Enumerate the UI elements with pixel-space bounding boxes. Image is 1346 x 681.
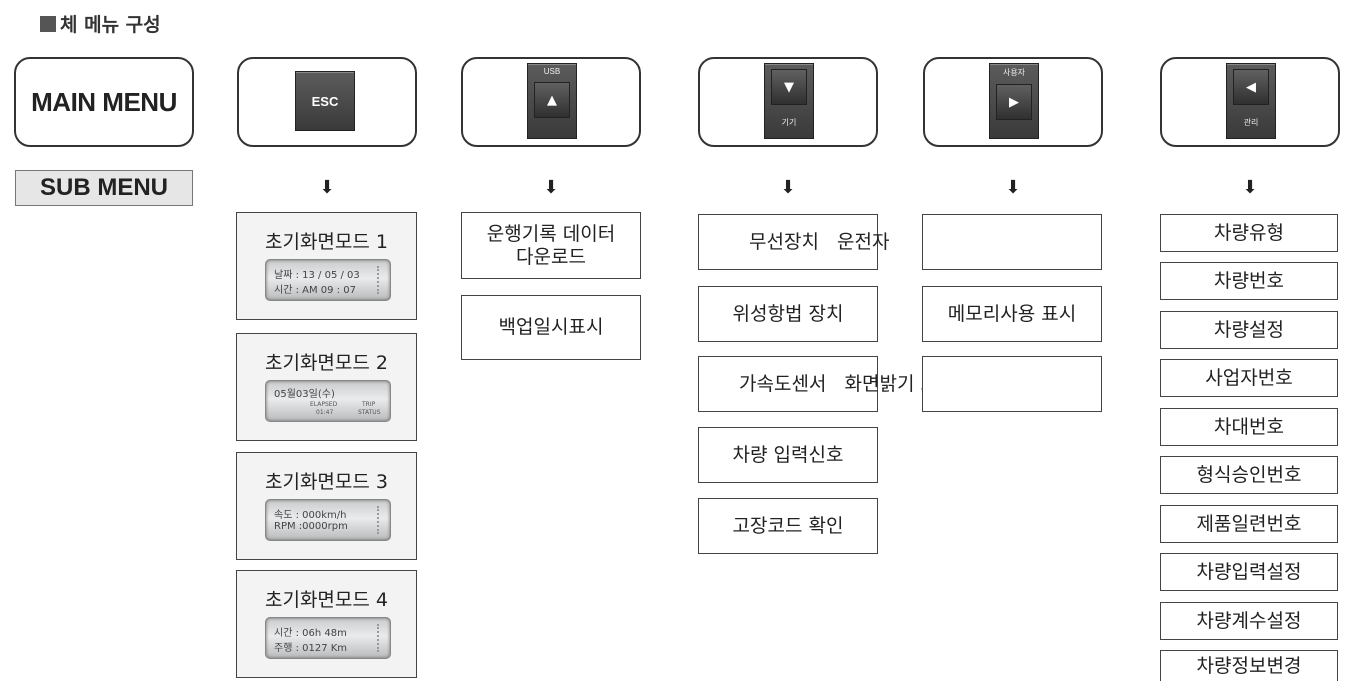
user-key-frame: 사용자 ▶ [923,57,1103,147]
menu-item-input-signal[interactable]: 차량 입력신호 [698,427,878,483]
square-bullet-icon [40,15,56,32]
lcd-display: 시간 : 06h 48m 주행 : 0127 Km [265,617,391,659]
right-triangle-icon: ▶ [996,84,1032,120]
menu-item-download[interactable]: 운행기록 데이터 다운로드 [461,212,641,279]
page-title: 체 메뉴 구성 [40,10,161,37]
menu-item-info-change[interactable]: 차량정보변경 [1160,650,1338,681]
menu-item-brightness[interactable] [922,356,1102,412]
usb-up-key[interactable]: USB ▲ [527,63,577,139]
manage-key-frame: ◀ 관리 [1160,57,1340,147]
lcd-display: 날짜 : 13 / 05 / 03 시간 : AM 09 : 07 [265,259,391,301]
main-menu-label: MAIN MENU [14,57,194,147]
usb-key-frame: USB ▲ [461,57,641,147]
mode-box-2: 초기화면모드 2 05월03일(수) ELAPSED 01:47 TRIP ST… [236,333,417,441]
down-arrow-icon: ⬇ [319,177,335,198]
esc-key[interactable]: ESC [295,71,355,131]
up-arrow-icon: ▲ [534,82,570,118]
mode-box-4: 초기화면모드 4 시간 : 06h 48m 주행 : 0127 Km [236,570,417,678]
menu-item-vehicle-type[interactable]: 차량유형 [1160,214,1338,252]
menu-item-vehicle-setting[interactable]: 차량설정 [1160,311,1338,349]
esc-key-frame: ESC [237,57,417,147]
menu-item-serial-number[interactable]: 제품일련번호 [1160,505,1338,543]
menu-item-business-number[interactable]: 사업자번호 [1160,359,1338,397]
menu-item-input-setting[interactable]: 차량입력설정 [1160,553,1338,591]
menu-item-memory[interactable]: 메모리사용 표시 [922,286,1102,342]
lcd-display: 05월03일(수) ELAPSED 01:47 TRIP STATUS [265,380,391,422]
down-key[interactable]: ▼ 기기 [764,63,814,139]
manage-left-key[interactable]: ◀ 관리 [1226,63,1276,139]
down-arrow-icon: ⬇ [543,177,559,198]
menu-item-backup-date[interactable]: 백업일시표시 [461,295,641,360]
menu-item-type-approval[interactable]: 형식승인번호 [1160,456,1338,494]
menu-item-fault-code[interactable]: 고장코드 확인 [698,498,878,554]
down-arrow-icon: ⬇ [1005,177,1021,198]
menu-item-driver[interactable] [922,214,1102,270]
menu-item-gps[interactable]: 위성항법 장치 [698,286,878,342]
menu-item-wireless[interactable]: 무선장치 운전자 [698,214,889,270]
menu-item-chassis-number[interactable]: 차대번호 [1160,408,1338,446]
down-arrow-icon: ⬇ [1242,177,1258,198]
sub-menu-label: SUB MENU [15,170,193,206]
left-triangle-icon: ◀ [1233,69,1269,105]
menu-item-accel[interactable]: 가속도센서 화면밝기 조절 [698,356,955,412]
down-triangle-icon: ▼ [771,69,807,105]
menu-item-vehicle-number[interactable]: 차량번호 [1160,262,1338,300]
menu-item-coefficient-setting[interactable]: 차량계수설정 [1160,602,1338,640]
mode-box-1: 초기화면모드 1 날짜 : 13 / 05 / 03 시간 : AM 09 : … [236,212,417,320]
user-right-key[interactable]: 사용자 ▶ [989,63,1039,139]
down-key-frame: ▼ 기기 [698,57,878,147]
mode-box-3: 초기화면모드 3 속도 : 000km/h RPM :0000rpm [236,452,417,560]
down-arrow-icon: ⬇ [780,177,796,198]
lcd-display: 속도 : 000km/h RPM :0000rpm [265,499,391,541]
